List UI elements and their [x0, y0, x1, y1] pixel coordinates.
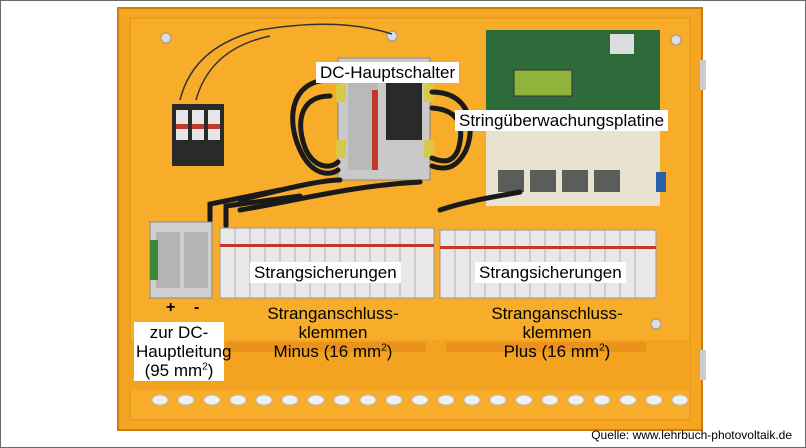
cables [207, 77, 523, 229]
thin-wires [179, 23, 393, 101]
dc-main-line-line2: Hauptleitung [136, 342, 232, 361]
dc-main-switch-label: DC-Hauptschalter [316, 62, 460, 83]
string-fuses-left-label: Strangsicherungen [250, 262, 401, 283]
dc-main-line-line3: (95 mm2) [144, 361, 214, 380]
cable-glands [151, 394, 689, 406]
terminal-strips [226, 342, 646, 352]
terminals-minus-line3: Minus (16 mm2) [273, 342, 393, 361]
dc-main-line-line1: zur DC- [149, 323, 209, 342]
terminals-minus-label: Stranganschluss- klemmen Minus (16 mm2) [252, 304, 414, 361]
terminals-plus-line2: klemmen [522, 323, 592, 342]
terminals-plus-label: Stranganschluss- klemmen Plus (16 mm2) [476, 304, 638, 361]
source-credit: Quelle: www.lehrbuch-photovoltaik.de [591, 428, 792, 442]
plus-sign-label: + [166, 299, 176, 316]
minus-sign-label: - [194, 299, 200, 316]
dc-main-terminals [149, 221, 213, 299]
dc-main-line-label: zur DC- Hauptleitung (95 mm2) [134, 322, 232, 381]
terminals-plus-line1: Stranganschluss- [491, 304, 623, 323]
string-monitoring-board-label: Stringüberwachungsplatine [455, 110, 669, 131]
terminals-minus-line2: klemmen [298, 323, 368, 342]
surge-protector [172, 104, 224, 166]
terminals-minus-line1: Stranganschluss- [267, 304, 399, 323]
string-fuses-right-label: Strangsicherungen [475, 262, 626, 283]
terminals-plus-line3: Plus (16 mm2) [503, 342, 611, 361]
